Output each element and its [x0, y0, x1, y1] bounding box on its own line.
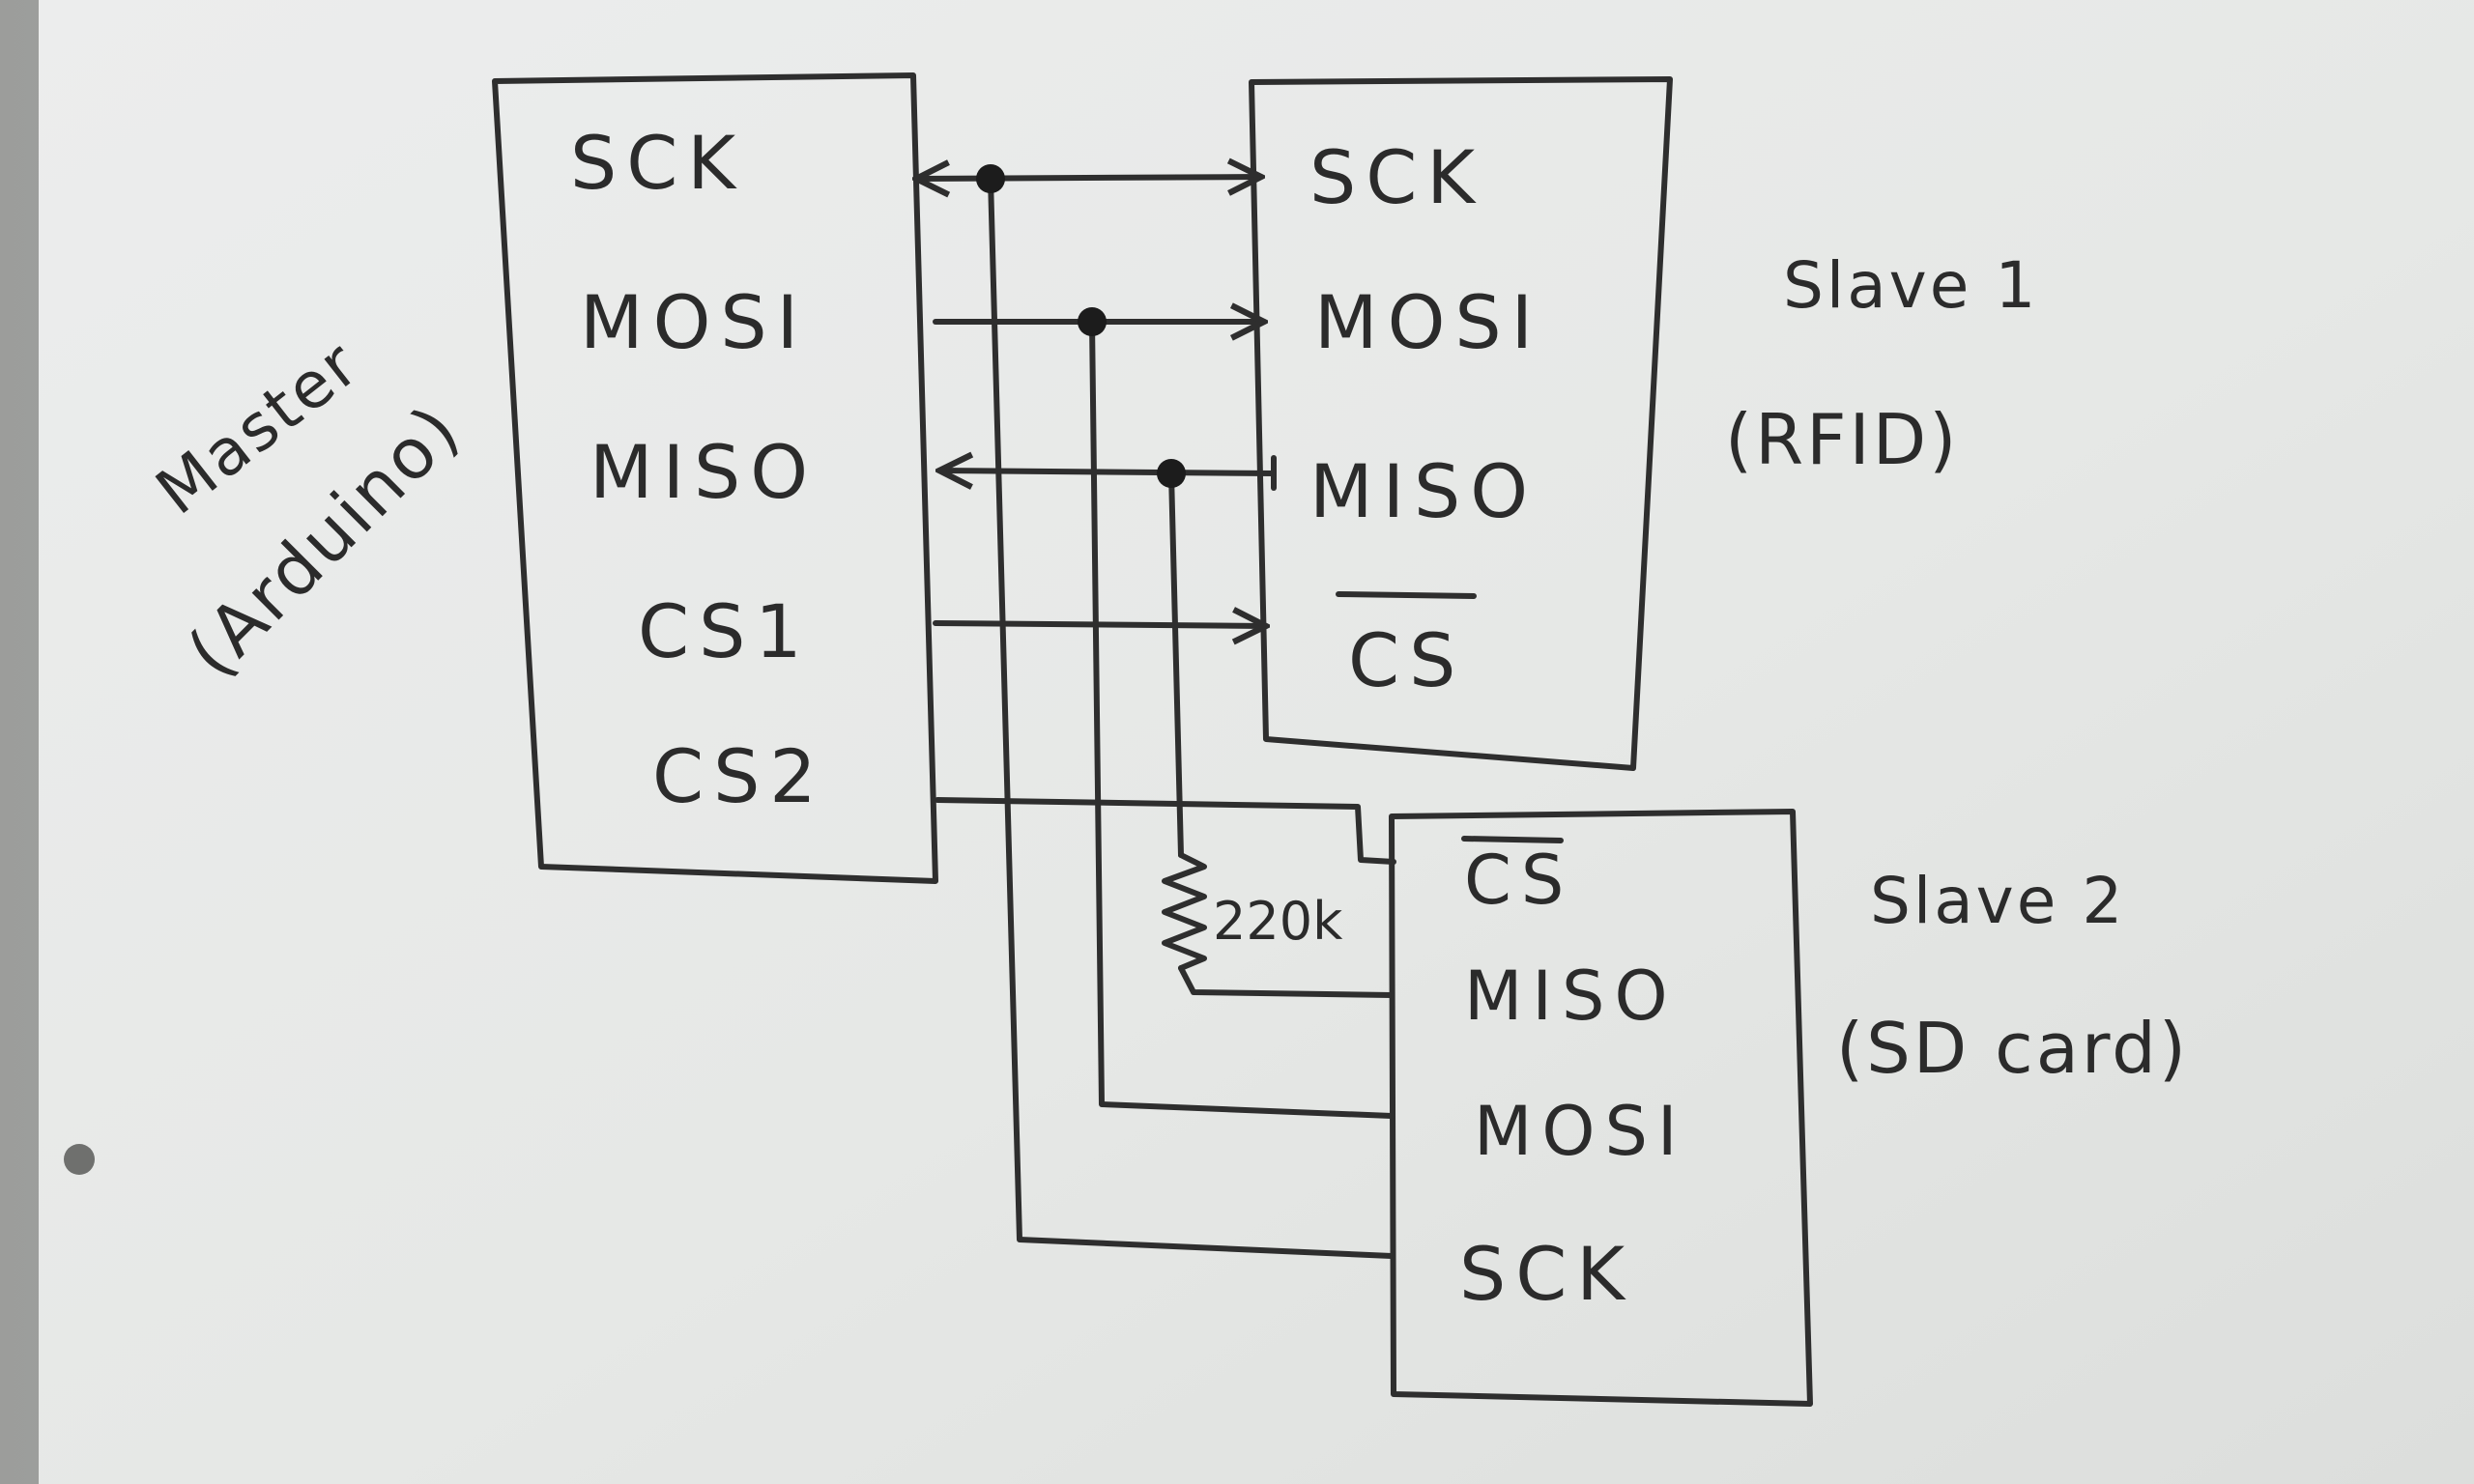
- junction-sck: [976, 164, 1005, 193]
- slave1-box: [1249, 76, 1673, 771]
- slave2-pin-mosi: MOSI: [1474, 1092, 1687, 1171]
- master-pin-sck: SCK: [570, 120, 745, 206]
- wire-miso: [939, 471, 1277, 473]
- slave2-cs-overbar: [1461, 836, 1564, 843]
- wire-sck: [916, 177, 1261, 179]
- slave2-pin-sck: SCK: [1459, 1231, 1634, 1317]
- slave1-cs-overbar: [1336, 591, 1477, 599]
- resistor-label: 220k: [1213, 891, 1343, 952]
- master-pin-cs2: CS2: [652, 733, 826, 819]
- wire-cs1: [933, 623, 1266, 626]
- junction-mosi: [1078, 307, 1107, 336]
- slave1-subtitle: (RFID): [1725, 399, 1959, 480]
- slave2-pin-miso: MISO: [1464, 956, 1678, 1036]
- wire-miso-to-resistor: [1168, 471, 1184, 858]
- slave2-subtitle: (SD card): [1836, 1008, 2189, 1089]
- slave2-box: [1389, 809, 1813, 1407]
- slave1-title: Slave 1: [1783, 248, 2038, 323]
- wire-mosi-to-slave2: [1089, 319, 1395, 1119]
- slave2-title: Slave 2: [1870, 864, 2125, 938]
- slave1-pin-sck: SCK: [1309, 134, 1484, 220]
- slave1-pin-mosi: MOSI: [1314, 279, 1542, 365]
- wire-sck-to-slave2: [988, 176, 1395, 1259]
- board-screw-icon: [64, 1144, 95, 1175]
- resistor-icon: [1162, 852, 1207, 971]
- master-pin-miso: MISO: [590, 429, 818, 515]
- slave1-pin-miso: MISO: [1309, 448, 1538, 534]
- junction-miso: [1157, 459, 1186, 488]
- wire-resistor-to-slave2-miso: [1178, 965, 1395, 998]
- slave1-pin-cs: CS: [1348, 617, 1465, 703]
- slave2-pin-cs: CS: [1464, 841, 1573, 920]
- master-pin-mosi: MOSI: [580, 279, 808, 365]
- wire-cs2: [935, 797, 1396, 865]
- master-pin-cs1: CS1: [638, 588, 812, 674]
- master-box: [492, 72, 938, 884]
